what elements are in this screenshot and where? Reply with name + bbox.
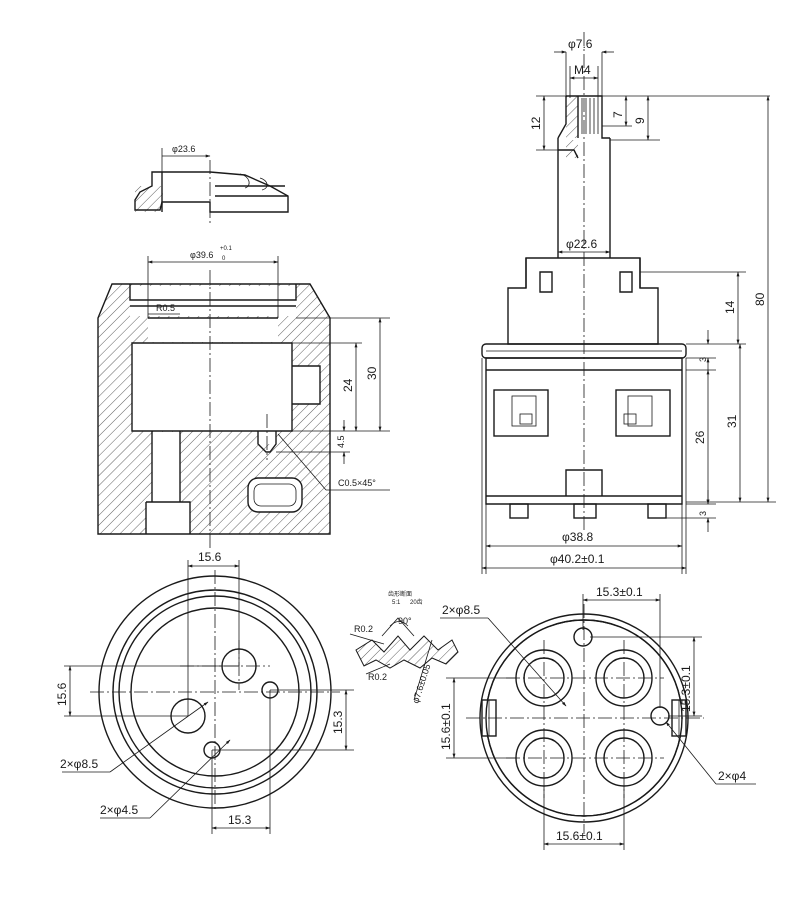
section-view: φ39.6 +0.1 0 R0.5 30 24 4.5 C0.5×45°: [97, 246, 390, 550]
bottom-left-view: 15.6 15.6 15.3 15.3 2×φ8.5 2×φ4.5: [55, 550, 354, 834]
detail-scale: 5:1: [392, 600, 401, 606]
dim-30: 30: [365, 366, 379, 380]
elevation-view: φ7.6 M4 12 7 9 φ22.6 80 14 3: [481, 32, 776, 574]
dim-26: 26: [693, 430, 707, 444]
dim-angle: 90°: [398, 616, 412, 626]
dim-15-3-bottom: 15.3: [228, 813, 252, 827]
detail-title: 齿形断面: [388, 590, 412, 598]
detail-tooth-count: 20齿: [410, 598, 423, 606]
dim-9: 9: [633, 117, 647, 124]
dim-15-6-top: 15.6: [198, 550, 222, 564]
dim-r0-2-top: R0.2: [354, 624, 373, 634]
dim-4-5: 4.5: [336, 435, 346, 448]
dim-15-3-right: 15.3±0.1: [679, 665, 693, 712]
dim-2x-d8-5: 2×φ8.5: [60, 757, 98, 771]
dim-d39-6-tol-upper: +0.1: [220, 246, 233, 252]
dim-80: 80: [753, 292, 767, 306]
dim-d23-6: φ23.6: [172, 144, 195, 154]
dim-d22-6: φ22.6: [566, 237, 597, 251]
dim-d38-8: φ38.8: [562, 530, 593, 544]
dim-15-3-right: 15.3: [331, 710, 345, 734]
dim-15-3-top: 15.3±0.1: [596, 585, 643, 599]
dim-2x-d4-5: 2×φ4.5: [100, 803, 138, 817]
dim-d39-6: φ39.6: [190, 250, 213, 260]
bottom-right-view: 15.3±0.1 15.3±0.1 15.6±0.1 15.6±0.1 2×φ8…: [439, 585, 756, 850]
dim-2x-d8-5-right: 2×φ8.5: [442, 603, 480, 617]
dim-d40-2: φ40.2±0.1: [550, 552, 605, 566]
dim-m4: M4: [574, 63, 591, 77]
dim-15-6-bottom: 15.6±0.1: [556, 829, 603, 843]
dim-r0-5: R0.5: [156, 303, 175, 313]
dim-r0-2-bottom: R0.2: [368, 672, 387, 682]
dim-d7-6-tol: φ7.6±0.05: [410, 663, 432, 705]
dim-15-6-left: 15.6±0.1: [439, 703, 453, 750]
dim-2x-d4: 2×φ4: [718, 769, 746, 783]
dim-31: 31: [725, 414, 739, 428]
dim-24: 24: [341, 378, 355, 392]
dim-15-6-left: 15.6: [55, 682, 69, 706]
dim-d7-6: φ7.6: [568, 37, 593, 51]
dim-7: 7: [611, 111, 625, 118]
dim-3-top: 3: [698, 357, 708, 362]
dim-14: 14: [723, 300, 737, 314]
top-cap-part: φ23.6: [134, 144, 289, 226]
dim-d39-6-tol-lower: 0: [222, 256, 226, 262]
dim-3-bottom: 3: [698, 511, 708, 516]
dim-chamfer: C0.5×45°: [338, 478, 376, 488]
dim-12: 12: [529, 116, 543, 130]
